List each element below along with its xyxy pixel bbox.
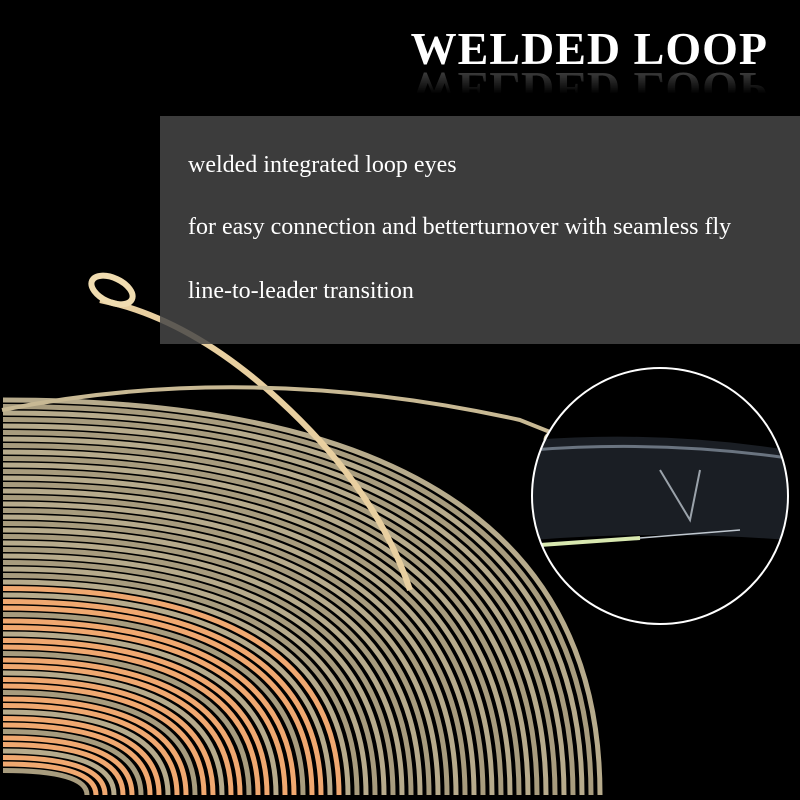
coil-strand <box>2 573 360 796</box>
coil-strand <box>2 605 315 796</box>
coil-strand <box>2 748 117 796</box>
coil-strand <box>2 755 108 796</box>
coil-strand <box>2 547 396 796</box>
coil-strand <box>2 657 243 796</box>
coil-strand <box>2 670 225 796</box>
description-line-3: line-to-leader transition <box>188 278 414 304</box>
coil-strand <box>2 625 288 796</box>
coil-strand <box>2 599 324 796</box>
coil-strand <box>2 521 432 796</box>
coil-strand <box>2 716 162 796</box>
coil-strand <box>2 488 477 796</box>
coil-strand <box>2 729 144 796</box>
coil-strand <box>2 761 99 796</box>
coil-strand <box>2 742 126 796</box>
coil-strand <box>2 417 576 796</box>
fly-line-coil <box>2 397 603 796</box>
closeup-inset <box>531 367 789 625</box>
coil-strand <box>2 443 540 796</box>
coil-strand <box>2 508 450 796</box>
coil-strand <box>2 722 153 796</box>
coil-strand <box>2 404 594 796</box>
coil-strand <box>2 664 234 796</box>
coil-strand <box>2 651 252 796</box>
coil-strand <box>2 566 369 796</box>
coil-strand <box>2 540 405 796</box>
description-panel: welded integrated loop eyes for easy con… <box>160 116 800 344</box>
coil-strand <box>2 527 423 796</box>
coil-strand <box>2 397 603 796</box>
description-line-1: welded integrated loop eyes <box>188 152 457 178</box>
coil-strand <box>2 683 207 796</box>
coil-strand <box>2 469 504 796</box>
coil-strand <box>2 696 189 796</box>
coil-strand <box>2 449 531 796</box>
coil-strand <box>2 410 585 796</box>
coil-strand <box>2 709 171 796</box>
coil-strand <box>2 475 495 796</box>
coil-strand <box>2 592 333 796</box>
coil-strand <box>2 514 441 796</box>
coil-strand <box>2 560 378 796</box>
coil-strand <box>2 579 351 796</box>
coil-strand <box>2 612 306 796</box>
coil-strand <box>2 677 216 796</box>
coil-strand <box>2 735 135 796</box>
coil-strand <box>2 703 180 796</box>
coil-strand <box>2 423 567 796</box>
coil-strand <box>2 462 513 796</box>
coil-strand <box>2 768 90 796</box>
coil-strand <box>2 501 459 796</box>
welded-loop-eye <box>88 272 136 308</box>
coil-strand <box>2 690 198 796</box>
coil-strand <box>2 638 270 796</box>
coil-strand <box>2 618 297 796</box>
coil-strand <box>2 586 342 796</box>
coil-strand <box>2 430 558 796</box>
coil-strand <box>2 644 261 796</box>
coil-strand <box>2 482 486 796</box>
page-title: WELDED LOOP <box>410 23 768 74</box>
description-line-2: for easy connection and betterturnover w… <box>188 214 732 240</box>
title-reflection: WELDED LOOP <box>410 63 768 114</box>
coil-strand <box>2 495 468 796</box>
coil-strand <box>2 436 549 796</box>
coil-strand <box>2 631 279 796</box>
coil-strand <box>2 553 387 796</box>
loop-line-secondary <box>1 385 571 442</box>
coil-strand <box>2 534 414 796</box>
